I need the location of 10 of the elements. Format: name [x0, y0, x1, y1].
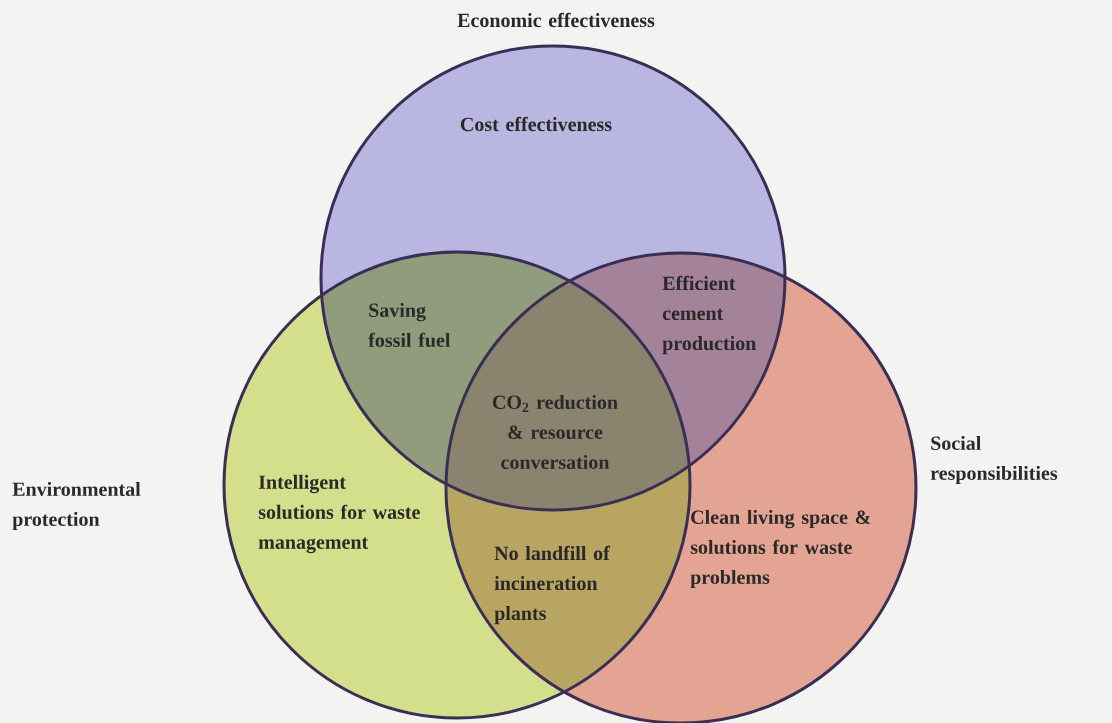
circle-text: Clean living space & solutions for waste problems [690, 509, 871, 589]
circle-text: Cost effectiveness [460, 116, 612, 132]
overlap-label: No landfill of incineration plants [494, 545, 610, 625]
overlap-label: CO$_{2}$ reduction & resource conversation [492, 394, 618, 469]
circle-text: Intelligent solutions for waste management [258, 474, 420, 554]
circle-heading: Social responsibilities [930, 435, 1058, 485]
overlap-label: Efficient cement production [662, 275, 756, 355]
circle-heading: Economic effectiveness [457, 12, 655, 28]
overlap-label: Saving fossil fuel [368, 302, 451, 348]
circle-heading: Environmental protection [12, 481, 141, 531]
